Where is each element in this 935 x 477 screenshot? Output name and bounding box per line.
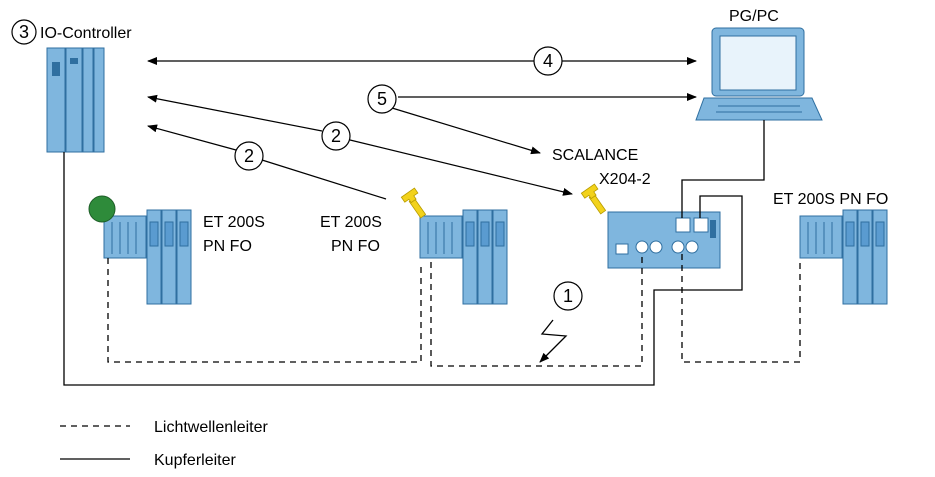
io-controller-label: IO-Controller [40,25,132,42]
marker-2-upper-circle [321,121,351,151]
marker-4-number: 4 [543,51,553,71]
lightning-icon [539,319,568,363]
et200s-left-label-line1: ET 200S [203,214,265,231]
fiber-cable-left [107,258,422,363]
et200s-middle-label-line2: PN FO [331,238,380,255]
status-ok-icon [88,195,116,223]
marker-5-number: 5 [377,89,387,109]
wrench-icon [580,183,607,215]
et200s-right-device [799,209,888,305]
copper-cable-controller-switch [63,152,743,386]
et200s-left-device [103,209,192,305]
marker-2-upper-number: 2 [331,126,341,146]
marker-3-number: 3 [19,22,29,42]
fiber-cable-switch-to-right [681,254,801,363]
marker-1-number: 1 [563,286,573,306]
et200s-right-label: ET 200S PN FO [773,191,888,208]
legend: Lichtwellenleiter Kupferleiter [60,419,269,469]
pgpc-label: PG/PC [729,8,779,25]
marker-2-lower-number: 2 [244,146,254,166]
marker-1-circle [553,281,583,311]
et200s-middle-device [419,209,508,305]
legend-copper-label: Kupferleiter [154,452,236,469]
legend-fiber-label: Lichtwellenleiter [154,419,269,436]
marker-4-circle [533,46,563,76]
marker-5-circle [367,84,397,114]
fiber-cable-mid-to-switch [430,254,643,367]
et200s-left-label-line2: PN FO [203,238,252,255]
scalance-label-line1: SCALANCE [552,147,638,164]
io-controller-device [46,47,105,153]
wrench-icon [400,187,427,219]
marker-2-lower-circle [234,141,264,171]
et200s-middle-label-line1: ET 200S [320,214,382,231]
laptop-icon [695,27,823,121]
marker-3-circle [11,19,37,45]
scalance-label-line2: X204-2 [599,171,651,188]
scalance-switch [607,211,721,269]
copper-cable-pgpc-switch [681,120,765,218]
